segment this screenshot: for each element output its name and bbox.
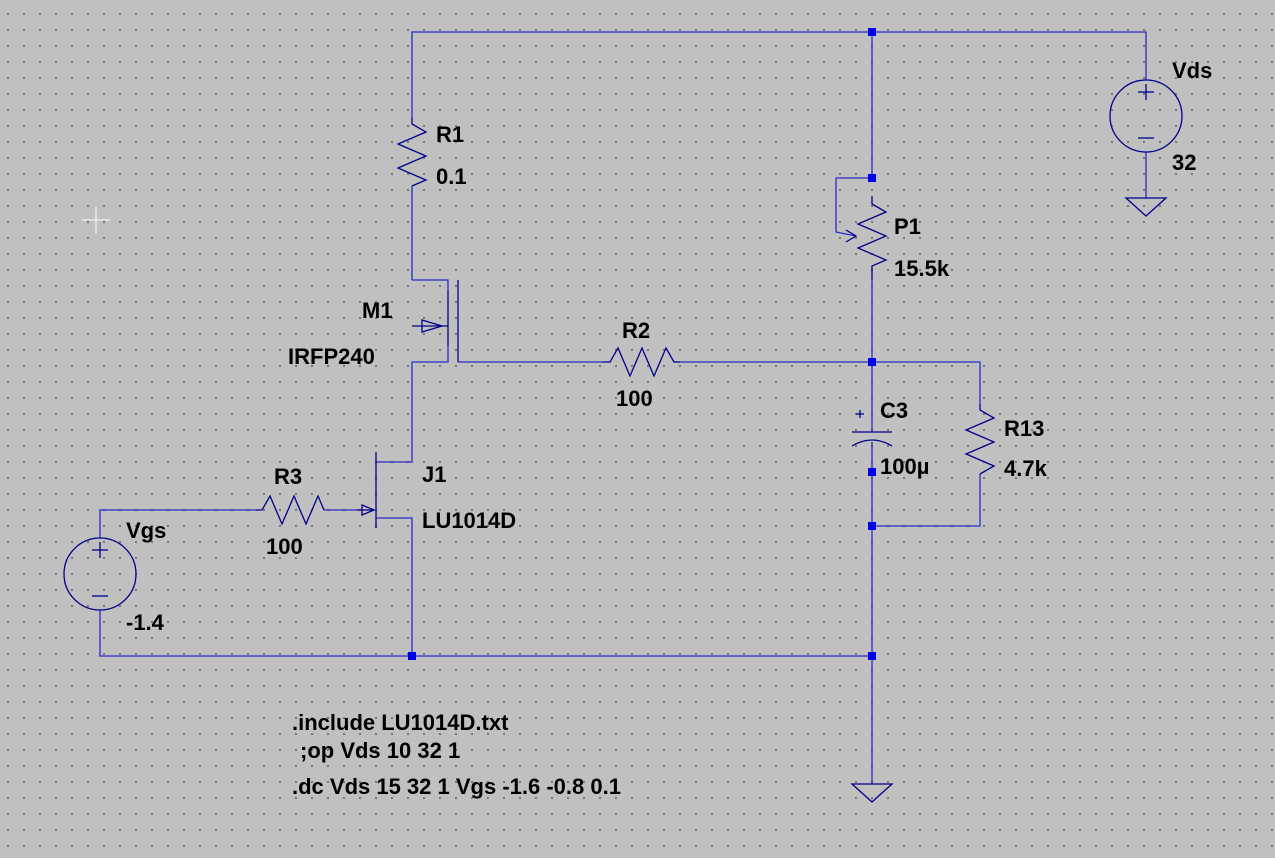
directive-include[interactable]: .include LU1014D.txt — [292, 710, 509, 735]
wire-r13-bottom[interactable] — [872, 474, 981, 527]
label-r1-ref: R1 — [436, 122, 464, 147]
label-r13-ref: R13 — [1004, 416, 1044, 441]
label-r3-ref: R3 — [274, 464, 302, 489]
wires — [99, 31, 1147, 784]
label-vds-ref: Vds — [1172, 58, 1212, 83]
crosshair-cursor-icon — [82, 206, 110, 234]
junction-r13-bottom — [868, 522, 876, 530]
label-r2-value: 100 — [616, 386, 653, 411]
junction-bottom-right — [868, 652, 876, 660]
label-r3-value: 100 — [266, 534, 303, 559]
label-m1-value: IRFP240 — [288, 344, 375, 369]
label-c3-ref: C3 — [880, 398, 908, 423]
junction-c3-bottom — [868, 468, 876, 476]
wire-p1-wiper[interactable] — [835, 177, 872, 237]
wire-node-to-r13[interactable] — [872, 361, 981, 404]
resistor-r2[interactable] — [602, 346, 680, 378]
wire-bottom-rail[interactable] — [99, 610, 872, 657]
label-r13-value: 4.7k — [1004, 456, 1048, 481]
junctions — [408, 28, 876, 660]
junction-top-rail — [868, 28, 876, 36]
potentiometer-p1[interactable] — [845, 196, 888, 280]
label-vds-value: 32 — [1172, 150, 1196, 175]
wire-source-to-jfet[interactable] — [376, 346, 449, 463]
wire-drain[interactable] — [412, 279, 449, 290]
voltage-source-vgs[interactable] — [63, 537, 137, 611]
label-r2-ref: R2 — [622, 318, 650, 343]
junction-bottom-left — [408, 652, 416, 660]
voltage-source-vds[interactable] — [1109, 79, 1183, 153]
label-vgs-ref: Vgs — [126, 518, 166, 543]
junction-p1-top — [868, 174, 876, 182]
wire-jfet-source[interactable] — [376, 517, 413, 656]
label-p1-value: 15.5k — [894, 256, 950, 281]
label-j1-value: LU1014D — [422, 508, 516, 533]
junction-gate-node — [868, 358, 876, 366]
resistor-r13[interactable] — [964, 404, 996, 475]
label-c3-value: 100µ — [880, 454, 929, 479]
label-m1-ref: M1 — [362, 298, 393, 323]
ground-vds — [1124, 197, 1168, 217]
label-vgs-value: -1.4 — [126, 610, 165, 635]
label-r1-value: 0.1 — [436, 164, 467, 189]
wire-top-rail[interactable] — [411, 31, 1147, 118]
wire-vgs-to-r3[interactable] — [99, 509, 256, 538]
label-j1-ref: J1 — [422, 462, 446, 487]
jfet-j1[interactable] — [356, 452, 377, 528]
mosfet-m1[interactable] — [412, 280, 459, 362]
resistor-r3[interactable] — [256, 494, 325, 526]
directive-dc-sweep[interactable]: .dc Vds 15 32 1 Vgs -1.6 -0.8 0.1 — [292, 774, 621, 799]
ground-main — [850, 783, 894, 803]
capacitor-c3[interactable] — [851, 410, 893, 447]
resistor-r1[interactable] — [396, 118, 428, 187]
label-p1-ref: P1 — [894, 214, 921, 239]
directive-op-comment[interactable]: ;op Vds 10 32 1 — [300, 738, 460, 763]
